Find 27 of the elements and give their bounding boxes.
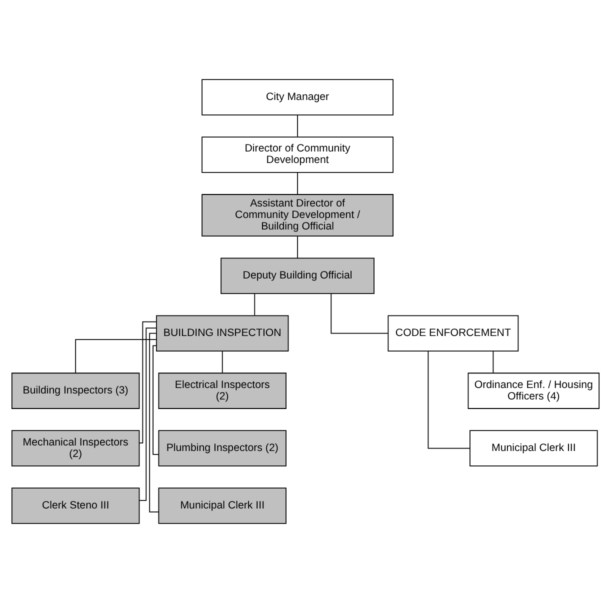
connector bbox=[75, 338, 157, 373]
connector bbox=[139, 320, 157, 443]
connector bbox=[152, 344, 159, 454]
node-box: Mechanical Inspectors (2) bbox=[11, 430, 140, 466]
node-box: Director of Community Development bbox=[202, 136, 394, 172]
node-box: CODE ENFORCEMENT bbox=[388, 314, 519, 351]
node-box: Ordinance Enf. / Housing Officers (4) bbox=[468, 372, 600, 408]
node-box: BUILDING INSPECTION bbox=[156, 314, 289, 351]
connector bbox=[297, 172, 298, 194]
connector bbox=[428, 350, 470, 448]
connector bbox=[254, 292, 256, 316]
node-box: Assistant Director of Community Development / Building Official bbox=[202, 194, 394, 236]
connector bbox=[492, 350, 494, 373]
connector bbox=[149, 332, 159, 512]
node-box: Plumbing Inspectors (2) bbox=[158, 430, 286, 466]
node-box: City Manager bbox=[202, 78, 394, 115]
node-box: Clerk Steno III bbox=[11, 487, 140, 524]
connector bbox=[222, 350, 223, 373]
node-box: Municipal Clerk III bbox=[470, 430, 598, 466]
node-box: Deputy Building Official bbox=[220, 257, 374, 294]
node-box: Municipal Clerk III bbox=[158, 487, 286, 524]
node-box: Electrical Inspectors (2) bbox=[158, 372, 286, 408]
connector bbox=[297, 235, 298, 258]
node-box: Building Inspectors (3) bbox=[11, 372, 140, 408]
connector bbox=[297, 114, 298, 137]
connector bbox=[330, 292, 388, 334]
connector bbox=[138, 327, 157, 500]
